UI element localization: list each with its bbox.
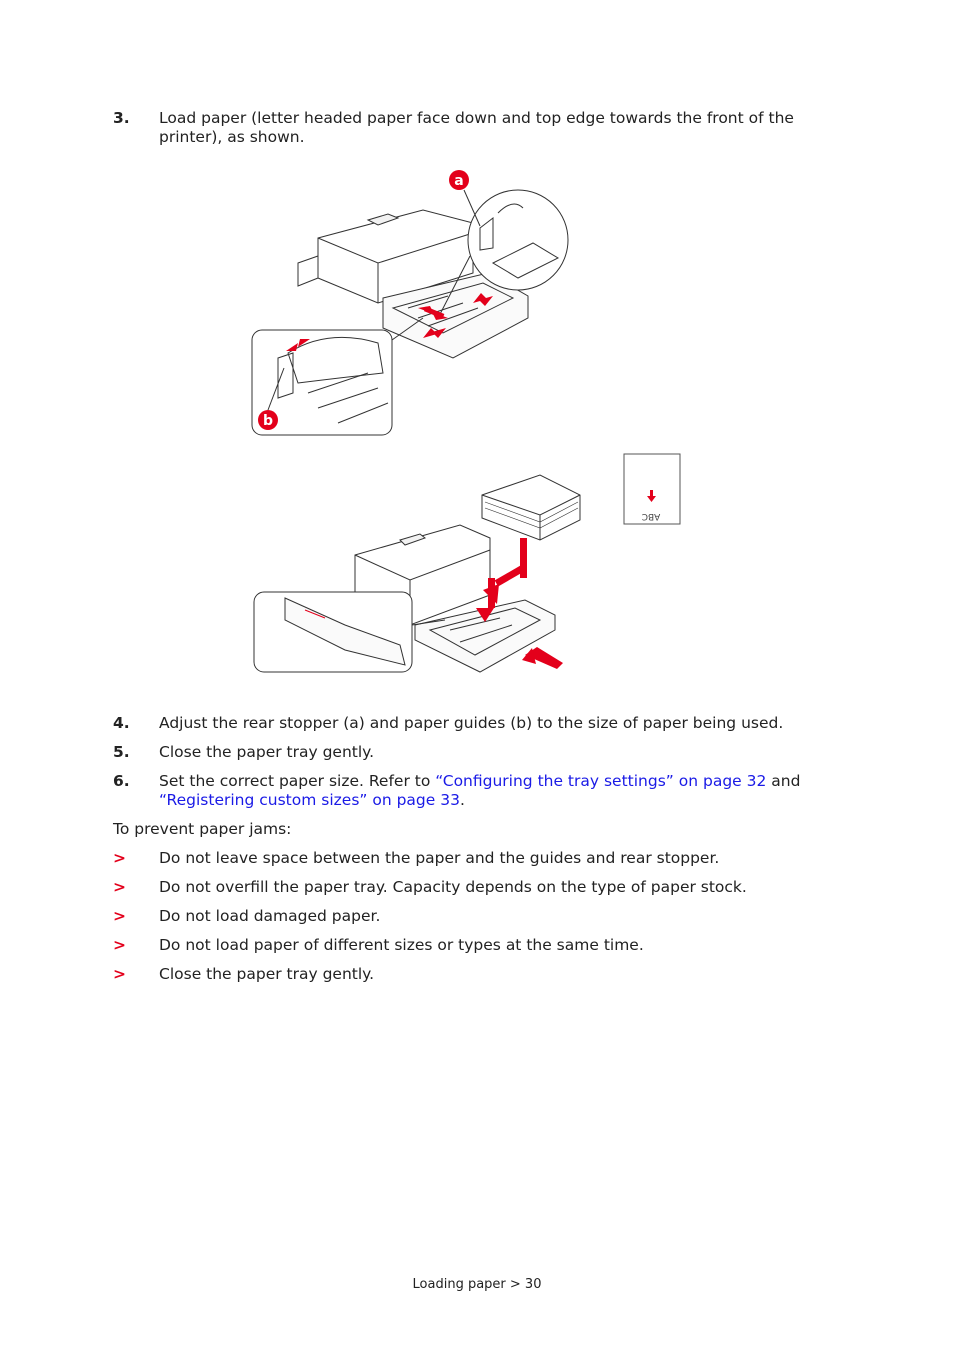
bullet-marker: > <box>113 849 126 867</box>
svg-text:b: b <box>263 413 273 429</box>
paper-orientation-label: ABC <box>642 511 660 521</box>
link-registering-custom-sizes[interactable]: “Registering custom sizes” on page 33 <box>159 791 460 809</box>
paper-load-illustration: ABC <box>253 453 681 673</box>
svg-text:a: a <box>454 173 463 189</box>
bullet-marker: > <box>113 936 126 954</box>
prevent-jams-intro: To prevent paper jams: <box>113 820 292 838</box>
step-text: Load paper (letter headed paper face dow… <box>159 109 794 146</box>
step-text: Set the correct paper size. Refer to “Co… <box>159 772 801 809</box>
link-configuring-tray-settings[interactable]: “Configuring the tray settings” on page … <box>435 772 767 790</box>
bullet-marker: > <box>113 907 126 925</box>
step-number: 3. <box>113 109 130 127</box>
page-footer: Loading paper > 30 <box>412 1277 542 1292</box>
step-text: Close the paper tray gently. <box>159 743 375 761</box>
step-text: Adjust the rear stopper (a) and paper gu… <box>159 714 784 732</box>
callout-a: a <box>449 170 469 190</box>
step-number: 6. <box>113 772 130 790</box>
bullet-marker: > <box>113 965 126 983</box>
tray-adjust-illustration: a b <box>251 170 569 436</box>
callout-b: b <box>258 410 278 430</box>
step-number: 4. <box>113 714 130 732</box>
step-number: 5. <box>113 743 130 761</box>
bullet-marker: > <box>113 878 126 896</box>
